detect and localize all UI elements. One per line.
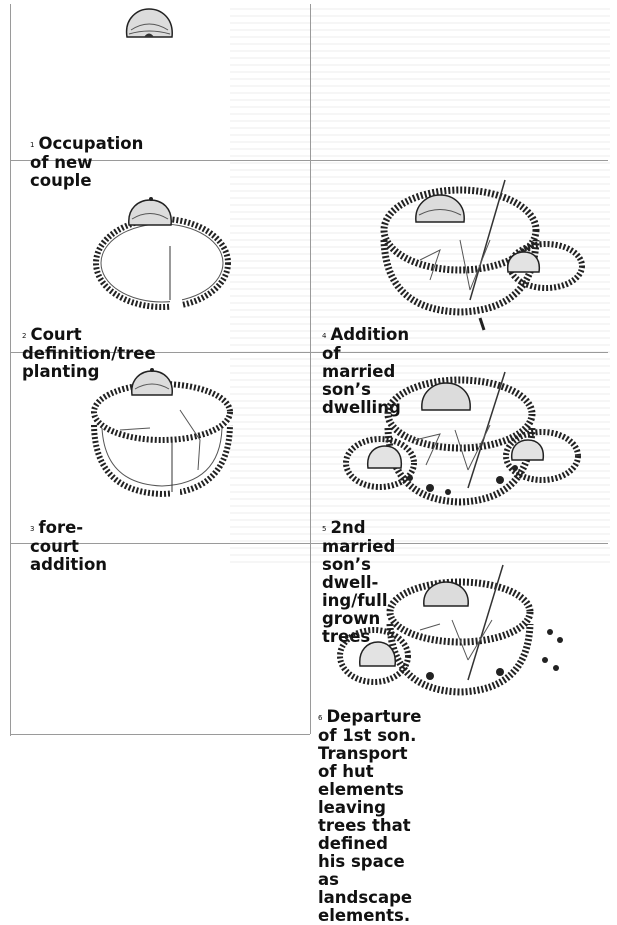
panel-number: 6 xyxy=(318,714,322,722)
caption-text: Departure of 1st son. Transport of hut e… xyxy=(318,707,421,925)
homestead-growth-diagram: 1Occupation of new couple 2Court definit… xyxy=(0,0,617,814)
fore-court-enclosure xyxy=(390,624,530,692)
caption-panel-6: 6Departure of 1st son. Transport of hut … xyxy=(318,708,421,925)
panel-6-drawing xyxy=(0,0,617,814)
hut xyxy=(424,582,468,606)
landscape-trees xyxy=(426,629,563,680)
tree-trunk xyxy=(468,565,503,680)
